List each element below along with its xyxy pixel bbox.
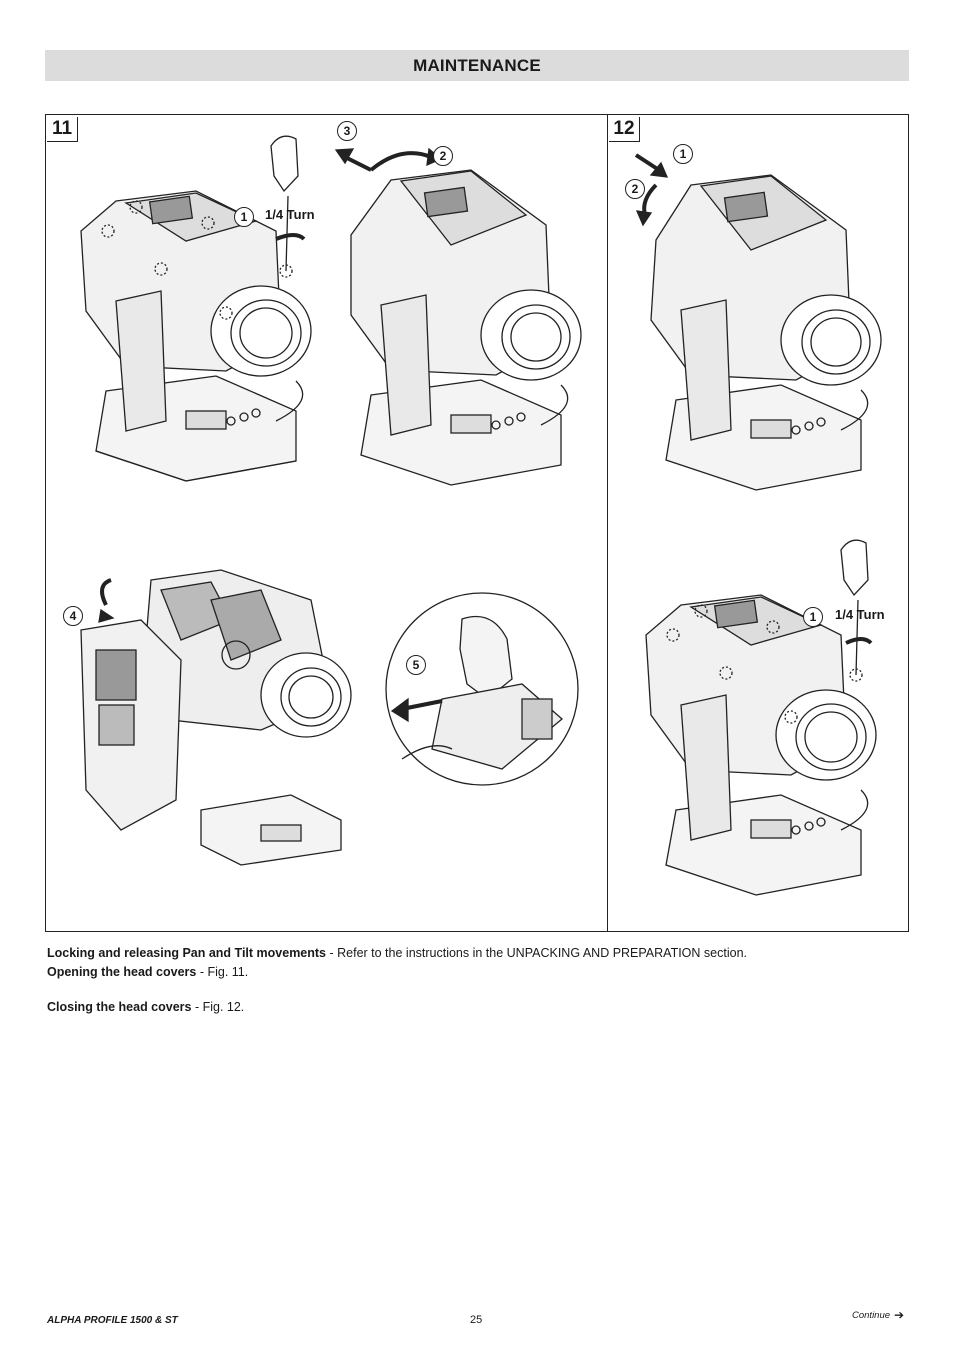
figure-11-number: 11: [47, 117, 78, 142]
detail-callout-illustration: [382, 589, 582, 789]
section-title: MAINTENANCE: [413, 55, 541, 75]
section-header: MAINTENANCE: [45, 50, 909, 81]
instruction-opening-text: - Fig. 11.: [196, 965, 249, 979]
moving-head-illustration-closed-screwdriver: [66, 121, 326, 501]
instruction-opening-title: Opening the head covers: [47, 965, 197, 979]
step-badge-1: 1: [803, 607, 823, 627]
quarter-turn-label: 1/4 Turn: [265, 207, 315, 222]
moving-head-illustration-open-head: [61, 560, 381, 870]
step-badge-4: 4: [63, 606, 83, 626]
step-badge-1: 1: [234, 207, 254, 227]
figure-divider: [607, 115, 608, 931]
moving-head-illustration-cover-lifting: [331, 135, 591, 505]
step-badge-1: 1: [673, 144, 693, 164]
continue-label: Continue: [852, 1309, 891, 1321]
instruction-pan-tilt-title: Locking and releasing Pan and Tilt movem…: [47, 946, 327, 960]
instruction-opening-covers: Opening the head covers - Fig. 11.: [47, 964, 248, 980]
step-badge-5: 5: [406, 655, 426, 675]
page-number: 25: [470, 1314, 483, 1326]
figure-12-number: 12: [609, 117, 640, 142]
instruction-pan-tilt: Locking and releasing Pan and Tilt movem…: [47, 945, 747, 961]
step-badge-2: 2: [625, 179, 645, 199]
footer-continue: Continue ➔: [852, 1308, 904, 1322]
quarter-turn-label: 1/4 Turn: [835, 607, 885, 622]
step-badge-3: 3: [337, 121, 357, 141]
instruction-pan-tilt-text: - Refer to the instructions in the UNPAC…: [326, 946, 747, 960]
moving-head-illustration-closed-screwdriver: [631, 520, 896, 900]
instruction-closing-text: - Fig. 12.: [191, 1000, 245, 1014]
instruction-closing-covers: Closing the head covers - Fig. 12.: [47, 999, 244, 1015]
footer-product-name: ALPHA PROFILE 1500 & ST: [47, 1315, 178, 1326]
figure-panel: 11 12: [45, 114, 909, 932]
moving-head-illustration-cover-closing: [631, 145, 896, 505]
instruction-closing-title: Closing the head covers: [47, 1000, 192, 1014]
step-badge-2: 2: [433, 146, 453, 166]
arrow-right-icon: ➔: [894, 1308, 905, 1322]
